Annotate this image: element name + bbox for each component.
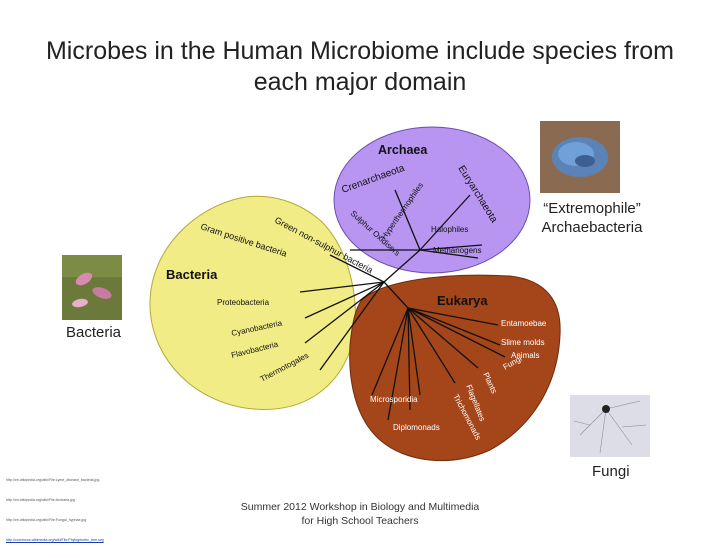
- methanogens-label: Methanogens: [433, 246, 481, 255]
- animals-label: Animals: [511, 351, 539, 360]
- archaea-label: Archaea: [378, 143, 428, 157]
- diplomonads-label: Diplomonads: [393, 423, 440, 432]
- archaea-photo-caption: “Extremophile” Archaebacteria: [541, 200, 643, 236]
- source-url-fungi: http://en.wikipedia.org/wiki/File:Fungal…: [6, 518, 87, 522]
- phylogenetic-tree: Archaea Crenarchaeota Euryarchaeota Hype…: [149, 126, 561, 462]
- slide-title: Microbes in the Human Microbiome include…: [45, 37, 675, 96]
- slide-footer: Summer 2012 Workshop in Biology and Mult…: [240, 501, 480, 527]
- microsporidia-label: Microsporidia: [370, 395, 418, 404]
- halophiles-label: Halophiles: [431, 225, 468, 234]
- archaea-region: [333, 126, 531, 274]
- proteobacteria-label: Proteobacteria: [217, 298, 270, 307]
- fungi-photo-caption: Fungi: [592, 463, 630, 480]
- bacteria-region: [149, 195, 356, 410]
- slime-molds-label: Slime molds: [501, 338, 545, 347]
- bacteria-photo-caption: Bacteria: [66, 324, 122, 341]
- bacteria-photo: [62, 255, 122, 320]
- source-url-bacteria: http://en.wikipedia.org/wiki/File:Lyme_d…: [6, 478, 100, 482]
- source-url-tree[interactable]: http://commons.wikimedia.org/wiki/File:P…: [6, 538, 104, 542]
- entamoebae-label: Entamoebae: [501, 319, 547, 328]
- fungi-photo: [570, 395, 650, 457]
- source-url-list: http://en.wikipedia.org/wiki/File:Lyme_d…: [6, 478, 206, 558]
- source-url-archaea: http://en.wikipedia.org/wiki/File:Archae…: [6, 498, 75, 502]
- bacteria-label: Bacteria: [166, 267, 218, 282]
- eukarya-label: Eukarya: [437, 293, 488, 308]
- archaea-photo: [540, 121, 620, 193]
